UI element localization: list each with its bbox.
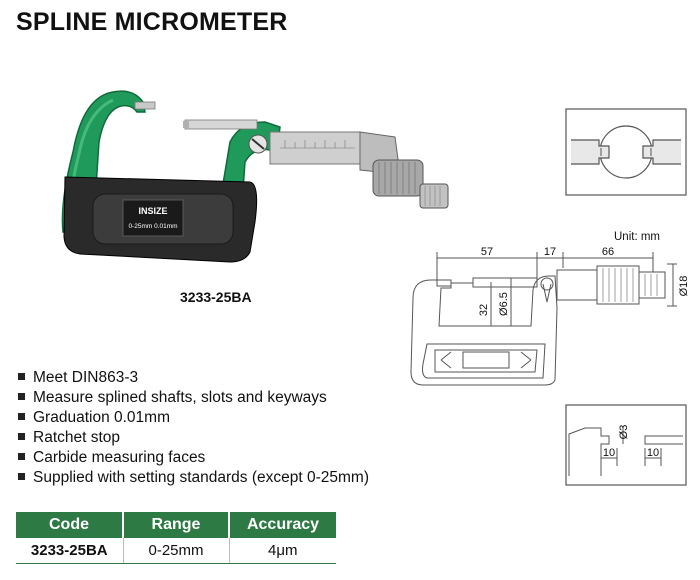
bullet-icon	[18, 393, 25, 401]
brand-mark: INSIZE	[138, 206, 167, 216]
spec-table: Code Range Accuracy 3233-25BA 0-25mm 4μm	[16, 512, 336, 564]
cell-range: 0-25mm	[122, 538, 229, 564]
list-item: Supplied with setting standards (except …	[16, 468, 369, 488]
list-item: Ratchet stop	[16, 428, 369, 448]
unit-note: Unit: mm	[614, 231, 660, 243]
frame-marking: 0-25mm 0.01mm	[128, 223, 177, 230]
dim-length-b: 17	[544, 246, 556, 258]
thimble-knurl	[372, 159, 424, 197]
dim-tip-length-right: 10	[647, 447, 659, 459]
dim-spindle-diameter: Ø6.5	[498, 292, 510, 316]
label-plate	[122, 199, 184, 237]
detail-view-spline	[565, 108, 687, 196]
column-header-code: Code	[16, 512, 123, 538]
table-row: 3233-25BA 0-25mm 4μm	[16, 538, 336, 564]
dim-tip-diameter: Ø3	[618, 425, 630, 440]
list-item: Carbide measuring faces	[16, 448, 369, 468]
detail-view-tips: Ø3 10 10	[565, 404, 687, 486]
bullet-icon	[18, 413, 25, 421]
anvil	[134, 101, 156, 110]
model-caption: 3233-25BA	[180, 289, 252, 305]
table-header-row: Code Range Accuracy	[16, 512, 336, 538]
column-header-accuracy: Accuracy	[228, 512, 336, 538]
list-item: Measure splined shafts, slots and keyway…	[16, 388, 369, 408]
column-header-range: Range	[122, 512, 229, 538]
feature-list: Meet DIN863-3 Measure splined shafts, sl…	[16, 368, 369, 488]
dim-thimble-diameter: Ø18	[678, 276, 690, 297]
bullet-icon	[18, 373, 25, 381]
dim-height: 32	[478, 304, 490, 316]
spindle	[184, 119, 258, 130]
bullet-icon	[18, 433, 25, 441]
cell-accuracy: 4μm	[228, 538, 336, 564]
dim-tip-length-left: 10	[603, 447, 615, 459]
page-title: SPLINE MICROMETER	[16, 8, 288, 36]
dimension-drawing: 57 17 66 32 Ø6.5 Ø18	[410, 246, 690, 386]
list-item: Graduation 0.01mm	[16, 408, 369, 428]
ratchet-stop	[419, 183, 449, 209]
bullet-icon	[18, 473, 25, 481]
micrometer-photo: INSIZE 0-25mm 0.01mm	[61, 90, 449, 263]
bullet-icon	[18, 453, 25, 461]
dim-length-a: 57	[481, 246, 493, 258]
cell-code: 3233-25BA	[16, 538, 123, 564]
list-item: Meet DIN863-3	[16, 368, 369, 388]
dim-length-c: 66	[602, 246, 614, 258]
